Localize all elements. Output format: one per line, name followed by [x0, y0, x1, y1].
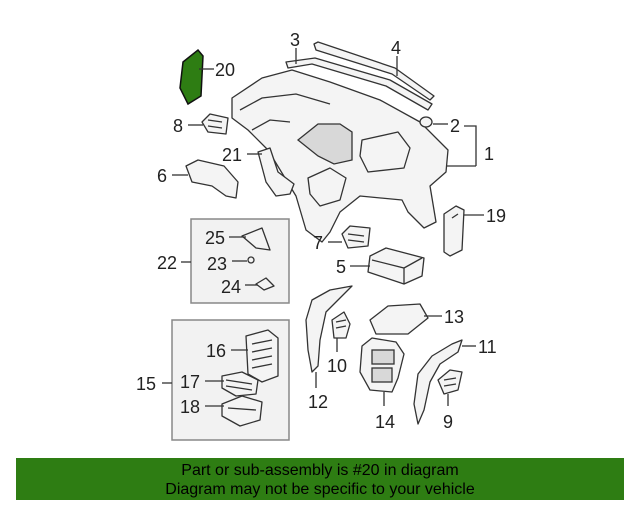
part-17-switch-panel — [221, 371, 259, 397]
parts-diagram: 20 3 4 1 2 8 21 6 22 25 — [136, 30, 506, 441]
part-19-side-panel — [443, 205, 465, 257]
label-9: 9 — [443, 412, 453, 432]
label-5: 5 — [336, 257, 346, 277]
label-12: 12 — [308, 392, 328, 412]
banner-line-1: Part or sub-assembly is #20 in diagram — [181, 462, 459, 479]
label-7: 7 — [313, 233, 323, 253]
part-20-highlighted[interactable] — [179, 48, 204, 106]
label-11: 11 — [478, 337, 497, 357]
part-9-vent — [437, 369, 463, 395]
part-24-clip — [255, 277, 275, 291]
part-13-lid — [369, 303, 429, 335]
label-13: 13 — [444, 307, 464, 327]
label-10: 10 — [327, 356, 347, 376]
label-6: 6 — [157, 166, 167, 186]
label-17: 17 — [180, 372, 200, 392]
label-3: 3 — [290, 30, 300, 50]
label-22: 22 — [157, 253, 177, 273]
part-11-side-trim — [413, 339, 463, 425]
part-3-4-trim — [285, 41, 435, 111]
part-6-cluster-hood — [185, 159, 239, 199]
part-5-module — [367, 247, 425, 285]
part-16-bezel — [245, 329, 279, 383]
banner-line-2: Diagram may not be specific to your vehi… — [165, 481, 475, 498]
label-18: 18 — [180, 397, 200, 417]
part-7-vent — [341, 225, 371, 249]
label-15: 15 — [136, 374, 156, 394]
label-20: 20 — [215, 60, 235, 80]
label-4: 4 — [391, 38, 401, 58]
part-18-tray — [221, 395, 263, 427]
part-25-bracket — [241, 227, 271, 251]
part-2-clip — [419, 116, 433, 128]
part-1-instrument-panel — [231, 69, 449, 243]
label-21: 21 — [222, 145, 242, 165]
part-10-vent — [331, 311, 351, 339]
label-8: 8 — [173, 116, 183, 136]
part-23-clip — [247, 256, 255, 264]
label-16: 16 — [206, 341, 226, 361]
part-12-side-trim — [305, 285, 353, 373]
label-23: 23 — [207, 254, 227, 274]
label-19: 19 — [486, 206, 506, 226]
info-banner: Part or sub-assembly is #20 in diagram D… — [16, 458, 624, 500]
label-14: 14 — [375, 412, 395, 432]
label-1: 1 — [484, 144, 494, 164]
label-24: 24 — [221, 277, 241, 297]
part-14-center-bezel — [359, 337, 405, 393]
bracket-1 — [464, 125, 477, 166]
label-25: 25 — [205, 228, 225, 248]
part-8-vent — [201, 113, 229, 135]
part-21-bracket — [257, 147, 295, 197]
label-2: 2 — [450, 116, 460, 136]
